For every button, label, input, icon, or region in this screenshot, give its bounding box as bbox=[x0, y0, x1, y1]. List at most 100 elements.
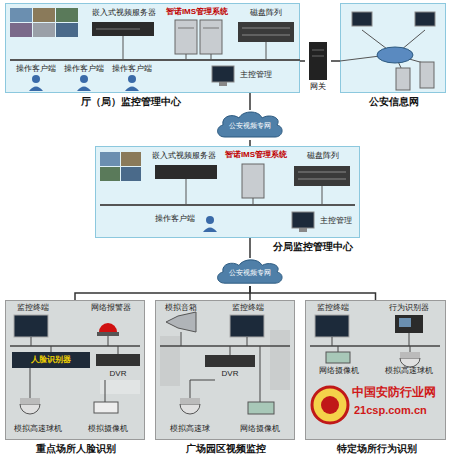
network-bus bbox=[310, 345, 440, 347]
device-name: 模拟高速球机 bbox=[6, 424, 70, 434]
group-title: 重点场所人脸识别 bbox=[6, 443, 146, 455]
network-cloud: 公安视频专网 bbox=[215, 258, 285, 286]
network-link bbox=[249, 286, 251, 300]
computer-icon bbox=[415, 12, 435, 26]
bus-drop bbox=[266, 42, 267, 60]
disk-array-icon bbox=[238, 22, 294, 42]
device-name: 网络摄像机 bbox=[308, 366, 370, 376]
device-label: 监控终端 bbox=[225, 303, 270, 313]
network-wire bbox=[395, 30, 425, 55]
cloud-label: 公安视频专网 bbox=[215, 268, 285, 277]
device-name: DVR bbox=[205, 369, 255, 379]
operator-icon bbox=[80, 75, 88, 83]
operator-icon bbox=[206, 216, 214, 224]
device-detail bbox=[178, 28, 194, 29]
scene-backdrop bbox=[160, 336, 180, 386]
group-title: 特定场所行为识别 bbox=[306, 443, 447, 455]
site-panel: 模拟音箱监控终端DVR模拟高速球网络摄像机广场园区视频监控 bbox=[155, 300, 295, 440]
video-tile bbox=[10, 8, 32, 22]
operator-icon bbox=[128, 75, 136, 83]
video-tile bbox=[10, 23, 32, 37]
watermark-logo bbox=[312, 387, 348, 423]
dvr-icon bbox=[205, 355, 255, 367]
site-panel: 监控终端行为识别器网络摄像机模拟高速球机特定场所行为识别 bbox=[305, 300, 446, 440]
cloud-label: 公安视频专网 bbox=[215, 121, 285, 130]
monitor-icon bbox=[230, 315, 264, 337]
speaker-icon bbox=[166, 312, 196, 332]
operator-icon bbox=[32, 75, 40, 83]
scene-backdrop bbox=[100, 380, 140, 394]
network-link bbox=[300, 60, 305, 62]
device-label: 网络摄像机 bbox=[308, 366, 370, 376]
network-camera-icon bbox=[326, 352, 350, 363]
network-band: 公安信息网 bbox=[340, 3, 446, 93]
monitor-icon bbox=[14, 315, 48, 337]
device-name: 人脸识别器 bbox=[14, 355, 88, 365]
dome-camera-mount bbox=[20, 398, 40, 404]
camera-wire bbox=[190, 380, 215, 381]
device-detail bbox=[242, 35, 290, 36]
network-bus bbox=[10, 345, 140, 347]
device-label: 操作客户端 bbox=[12, 64, 60, 74]
bus-drop bbox=[253, 198, 254, 205]
bus-drop bbox=[230, 346, 231, 355]
device-name: 模拟高速球 bbox=[158, 424, 222, 434]
device-name: 嵌入式视频服务器 bbox=[148, 151, 220, 161]
device-name: 操作客户端 bbox=[60, 64, 108, 74]
server-icon bbox=[200, 20, 222, 54]
device-name: 磁盘阵列 bbox=[238, 8, 293, 18]
bus-drop bbox=[123, 36, 124, 60]
device-label: 主控管理 bbox=[318, 216, 354, 226]
network-link bbox=[75, 286, 250, 300]
video-server-icon bbox=[155, 165, 217, 179]
network-wire bbox=[395, 55, 402, 70]
video-tile bbox=[100, 152, 120, 166]
device-name: 智诺IMS管理系统 bbox=[160, 7, 234, 17]
device-label: DVR bbox=[205, 369, 255, 379]
operator-icon bbox=[125, 87, 139, 92]
server-icon bbox=[175, 20, 197, 54]
bus-drop bbox=[410, 346, 411, 352]
device-label: DVR bbox=[96, 369, 140, 379]
device-name: 智诺IMS管理系统 bbox=[220, 150, 292, 160]
system-label: 智诺IMS管理系统 bbox=[220, 150, 292, 161]
monitor-icon bbox=[212, 66, 234, 82]
device-label: 模拟高速球机 bbox=[376, 366, 442, 376]
bus-drop bbox=[247, 337, 248, 346]
video-tile bbox=[56, 8, 78, 22]
device-label: 嵌入式视频服务器 bbox=[148, 151, 220, 162]
device-name: 监控终端 bbox=[225, 303, 270, 313]
site-panel: 监控终端网络报警器人脸识别器DVR模拟高速球机模拟摄像机重点场所人脸识别 bbox=[5, 300, 145, 440]
network-wire bbox=[395, 55, 427, 64]
device-name: 主控管理 bbox=[318, 216, 354, 226]
device-label: 监控终端 bbox=[310, 303, 355, 313]
alarm-icon bbox=[99, 323, 117, 332]
face-recognizer-icon bbox=[12, 352, 90, 368]
dome-camera-icon bbox=[400, 358, 420, 367]
monitor-stand bbox=[299, 228, 307, 232]
camera-wire bbox=[260, 346, 261, 402]
video-tile bbox=[100, 167, 120, 181]
network-cloud: 公安视频专网 bbox=[215, 110, 285, 140]
video-tile bbox=[33, 23, 55, 37]
video-tile bbox=[121, 167, 141, 181]
group-title: 网关 bbox=[301, 82, 335, 92]
device-label: 磁盘阵列 bbox=[238, 8, 293, 19]
computer-icon bbox=[352, 12, 372, 26]
camera-wire bbox=[105, 380, 106, 402]
device-name: 操作客户端 bbox=[12, 64, 60, 74]
behavior-analyzer-icon bbox=[395, 315, 423, 333]
bus-drop bbox=[186, 54, 187, 60]
server-icon bbox=[242, 164, 264, 198]
network-link bbox=[249, 140, 251, 146]
network-wire bbox=[362, 30, 395, 55]
camera-wire bbox=[190, 380, 191, 398]
device-label: 操作客户端 bbox=[60, 64, 108, 74]
bullet-camera-icon bbox=[94, 402, 118, 413]
bus-drop bbox=[332, 337, 333, 346]
device-name: 监控终端 bbox=[310, 303, 355, 313]
scene-backdrop bbox=[270, 330, 290, 390]
device-label: 模拟摄像机 bbox=[76, 424, 140, 434]
operator-icon bbox=[29, 87, 43, 92]
network-link bbox=[249, 238, 251, 258]
